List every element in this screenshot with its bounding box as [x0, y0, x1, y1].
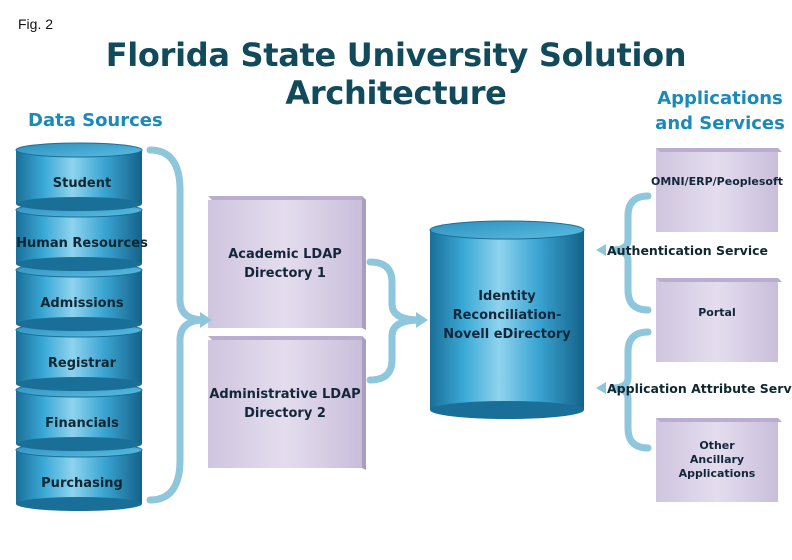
ldap-admin-line-1: Administrative LDAP [209, 387, 361, 402]
data-source-label-admissions: Admissions [40, 296, 124, 311]
data-source-label-student: Student [52, 176, 112, 191]
app-other-line-2: Ancillary Applications [678, 453, 756, 480]
ldap-bracket [366, 258, 421, 384]
data-source-disc-bottom [16, 377, 142, 391]
identity-cylinder-shape [429, 220, 585, 419]
auth-arrow-icon [596, 244, 606, 256]
app-other-line-1: Other [699, 439, 735, 452]
ldap-academic-box: Academic LDAP Directory 1 [208, 200, 362, 328]
ldap-box-admin-shape [208, 336, 366, 470]
page-title: Florida State University Solution Archit… [105, 36, 687, 112]
data-source-label-financials: Financials [45, 416, 119, 431]
identity-line-2: Novell eDirectory [443, 326, 571, 342]
data-source-disc-body [16, 330, 142, 384]
data-source-label-hr: Human Resources [16, 236, 148, 251]
applications-heading-line-1: Applications [657, 88, 783, 109]
data-source-disc-bottom [16, 197, 142, 211]
data-source-label-purchasing: Purchasing [41, 476, 123, 491]
data-source-disc-body [16, 390, 142, 444]
data-source-disc-body [16, 450, 142, 504]
data-source-stack [15, 142, 143, 511]
data-source-disc-bottom [16, 437, 142, 451]
figure-label: Fig. 2 [18, 16, 54, 32]
app-box-portal: Portal [656, 282, 778, 344]
applications-heading-line-2: and Services [655, 113, 785, 134]
data-sources-heading: Data Sources [28, 110, 163, 131]
data-source-disc-body [16, 210, 142, 264]
sources-bracket [146, 146, 206, 504]
data-source-disc-cap [15, 142, 143, 158]
app-box-other-shape [656, 418, 782, 502]
identity-line-1: Identity Reconciliation- [452, 288, 562, 323]
app-box-omni: OMNI/ERP/Peoplesoft [651, 152, 783, 212]
applications-heading: Applications and Services [652, 86, 788, 136]
ldap-admin-line-2: Directory 2 [244, 406, 326, 421]
authentication-service-label: Authentication Service [607, 243, 768, 258]
ldap-academic-line-2: Directory 1 [244, 266, 326, 281]
data-source-disc-body [16, 150, 142, 204]
data-source-disc-bottom [16, 497, 142, 511]
app-box-omni-shape [656, 148, 782, 232]
identity-reconciliation-node: Identity Reconciliation- Novell eDirector… [430, 280, 584, 350]
data-source-disc-bottom [16, 257, 142, 271]
ldap-box-academic-shape [208, 196, 366, 330]
ldap-administrative-box: Administrative LDAP Directory 2 [208, 340, 362, 468]
app-portal-label: Portal [698, 306, 736, 319]
auth-bracket [611, 192, 652, 314]
data-source-disc-bottom [16, 317, 142, 331]
app-omni-label: OMNI/ERP/Peoplesoft [651, 175, 784, 188]
app-box-portal-shape [656, 278, 782, 362]
ldap-academic-line-1: Academic LDAP [228, 247, 342, 262]
attr-arrow-icon [596, 382, 606, 394]
attr-bracket [611, 328, 652, 452]
data-source-label-registrar: Registrar [47, 356, 117, 371]
data-source-disc-body [16, 270, 142, 324]
application-attribute-service-label: Application Attribute Service [607, 381, 792, 396]
